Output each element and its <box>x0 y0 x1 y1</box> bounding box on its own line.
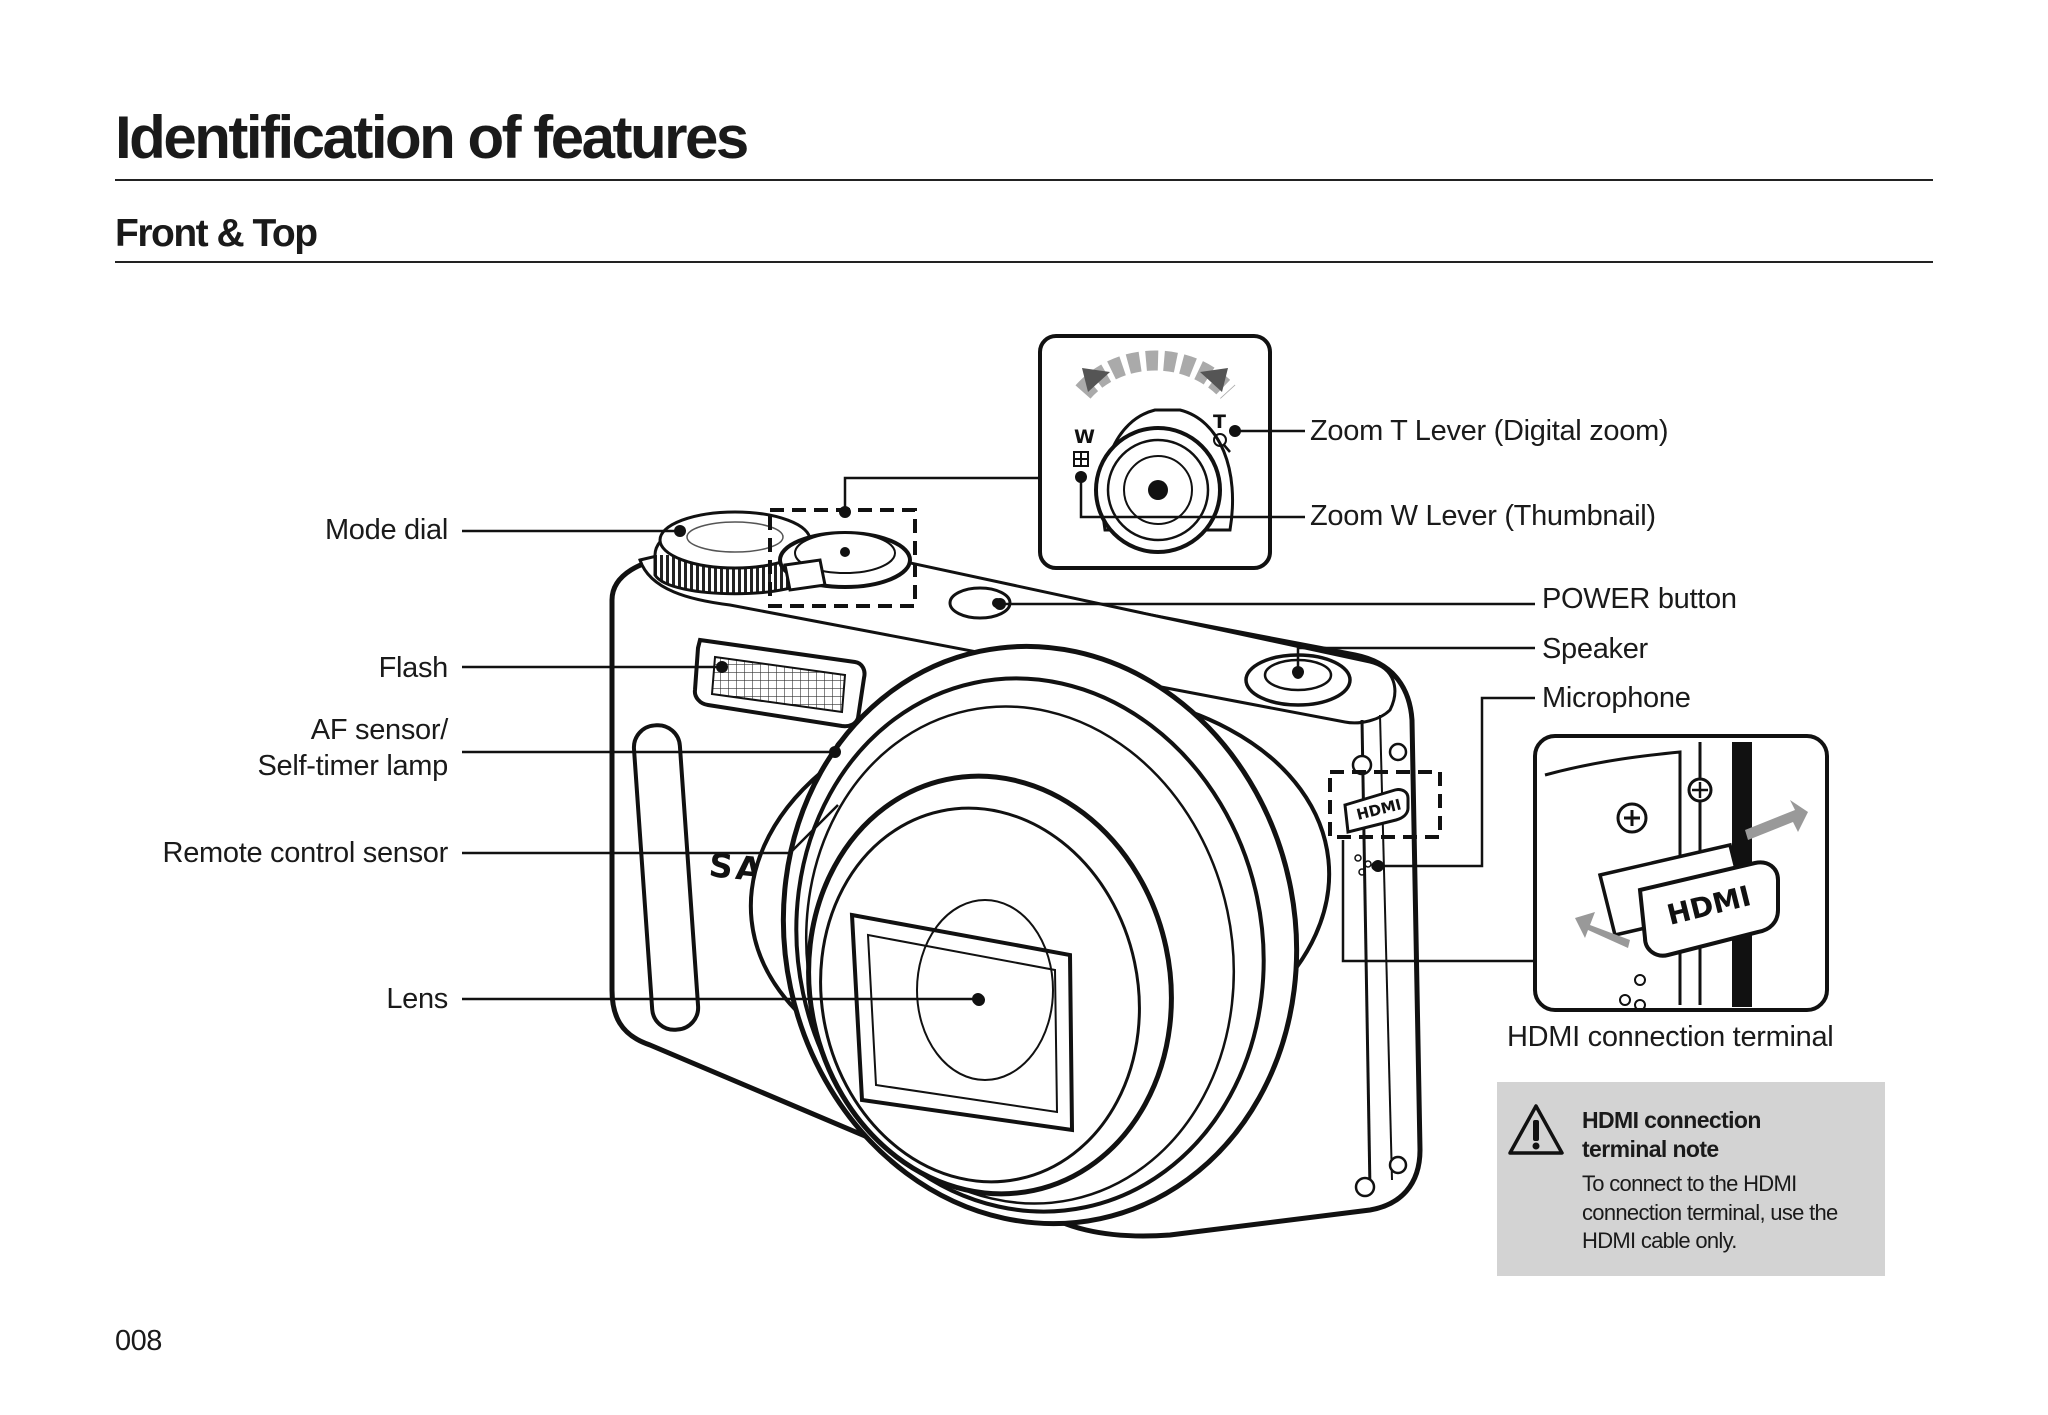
zoom-lever-inset: W T <box>1038 334 1272 570</box>
zoom-w-mark: W <box>1074 426 1095 448</box>
note-body-line1: To connect to the HDMI <box>1582 1171 1797 1196</box>
page-title: Identification of features <box>115 104 749 171</box>
shutter-lever-icon <box>778 531 912 592</box>
section-title: Front & Top <box>115 212 318 255</box>
note-body: To connect to the HDMI connection termin… <box>1582 1170 1877 1256</box>
lens-icon <box>748 643 1332 1227</box>
note-title: HDMI connection terminal note <box>1582 1106 1872 1164</box>
label-mode-dial: Mode dial <box>324 514 448 546</box>
note-body-line3: HDMI cable only. <box>1582 1228 1737 1254</box>
label-flash: Flash <box>378 652 449 684</box>
warning-triangle-icon <box>1508 1104 1564 1155</box>
zoom-t-mark: T <box>1213 411 1226 433</box>
section-rule <box>115 261 1933 263</box>
screw-icon <box>1354 1176 1376 1198</box>
label-zoom-t: Zoom T Lever (Digital zoom) <box>1310 415 1669 447</box>
screw-icon <box>1388 1155 1408 1175</box>
label-speaker: Speaker <box>1542 633 1648 665</box>
label-zoom-w: Zoom W Lever (Thumbnail) <box>1310 500 1656 532</box>
leader-dots <box>674 425 1384 1005</box>
label-power: POWER button <box>1542 583 1737 615</box>
screw-icon <box>1388 742 1408 762</box>
hdmi-inset: HDMI <box>1533 734 1829 1012</box>
note-title-line1: HDMI connection <box>1582 1107 1761 1133</box>
label-hdmi-terminal: HDMI connection terminal <box>1507 1021 1834 1053</box>
flash-icon <box>692 637 867 729</box>
label-af-sensor-line1: AF sensor/ <box>310 714 449 746</box>
title-rule <box>115 179 1933 181</box>
label-af-sensor: AF sensor/ Self-timer lamp <box>258 712 449 785</box>
note-body-line2: connection terminal, use the <box>1582 1199 1838 1225</box>
page-number: 008 <box>115 1325 162 1357</box>
label-remote-sensor: Remote control sensor <box>162 837 449 869</box>
grip <box>631 723 701 1032</box>
label-microphone: Microphone <box>1542 682 1691 714</box>
hdmi-port-icon: HDMI <box>1328 770 1442 839</box>
hdmi-note-box: HDMI connection terminal note To connect… <box>1497 1082 1885 1276</box>
label-af-sensor-line2: Self-timer lamp <box>257 750 449 783</box>
leader-lines <box>462 429 1535 1001</box>
label-lens: Lens <box>386 983 448 1015</box>
note-title-line2: terminal note <box>1582 1136 1719 1163</box>
